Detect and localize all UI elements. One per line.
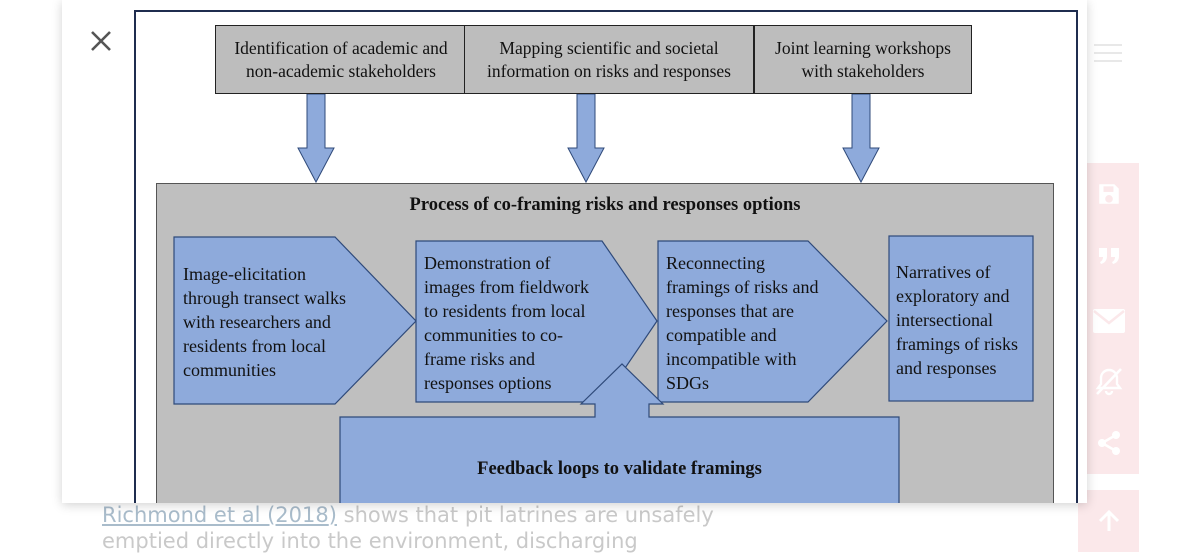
article-text-line-1-rest: shows that pit latrines are unsafely [336,503,714,527]
step-3-line-1: Reconnecting [666,253,765,273]
email-icon [1092,309,1125,333]
bell-off-icon [1095,368,1122,396]
step-2-line-4: communities to co- [424,325,563,345]
step-3-line-6: SDGs [666,373,710,393]
feedback-loop-shape [339,363,900,503]
step-3-line-4: compatible and [666,325,777,345]
citation-link-paren: ) [328,503,337,527]
stakeholder-box-1-line-1: Identification of academic and [234,37,448,58]
step-1-line-5: communities [183,360,276,380]
step-text-3: Reconnecting framings of risks and respo… [666,251,818,395]
step-shape-2 [415,240,658,403]
quote-icon [1098,248,1119,264]
down-arrow-2 [567,94,605,184]
save-icon [1098,184,1119,204]
step-4-line-3: intersectional [896,310,993,330]
step-2-line-6: responses options [424,373,552,393]
stakeholder-box-1-line-2: non-academic stakeholders [246,60,436,81]
panel-title: Process of co-framing risks and response… [409,195,801,215]
arrow-up-icon [1098,509,1119,531]
stakeholder-box-3-line-1: Joint learning workshops [775,37,951,58]
share-button[interactable] [1078,415,1139,471]
step-4-line-1: Narratives of [896,262,991,282]
down-arrow-1 [297,94,335,184]
step-text-4: Narratives of exploratory and intersecti… [896,260,1018,380]
email-button[interactable] [1078,293,1139,349]
stakeholder-box-2-line-2: information on risks and responses [487,60,731,81]
save-button[interactable] [1078,166,1139,222]
process-panel: Process of co-framing risks and response… [156,183,1054,503]
step-4-line-4: framings of risks [896,334,1018,354]
step-1-line-2: through transect walks [183,288,346,308]
article-text-line-1: Richmond et al (2018) shows that pit lat… [102,503,714,527]
menu-icon[interactable] [1094,44,1122,66]
close-button[interactable] [86,26,116,56]
stakeholder-box-2-line-1: Mapping scientific and societal [499,37,719,58]
step-2-line-1: Demonstration of [424,253,551,273]
step-text-1: Image-elicitation through transect walks… [183,262,346,382]
step-2-line-3: to residents from local [424,301,586,321]
article-text-line-2: emptied directly into the environment, d… [102,529,638,553]
back-to-top-button[interactable] [1078,490,1139,552]
step-4-line-2: exploratory and [896,286,1010,306]
step-text-2: Demonstration of images from fieldwork t… [424,251,589,395]
article-tools-sidebar [1078,163,1139,474]
step-1-line-3: with researchers and [183,312,331,332]
cite-button[interactable] [1078,228,1139,284]
step-2-line-5: frame risks and [424,349,535,369]
step-3-line-2: framings of risks and [666,277,819,297]
step-2-line-2: images from fieldwork [424,277,589,297]
step-1-line-1: Image-elicitation [183,264,306,284]
step-1-line-4: residents from local [183,336,326,356]
citation-link[interactable]: Richmond et al (2018 [102,503,329,527]
step-3-line-5: incompatible with [666,349,797,369]
step-4-line-5: and responses [896,358,997,378]
stakeholder-box-3-line-2: with stakeholders [801,60,925,81]
step-shape-1 [173,236,417,405]
notifications-off-button[interactable] [1078,353,1139,409]
step-shape-4 [888,235,1034,402]
step-shape-3 [657,240,888,403]
down-arrow-3 [842,94,880,184]
step-3-line-3: responses that are [666,301,794,321]
process-shapes [173,235,1034,503]
feedback-loop-label: Feedback loops to validate framings [477,459,762,479]
share-icon [1097,431,1120,455]
close-icon [91,31,111,51]
